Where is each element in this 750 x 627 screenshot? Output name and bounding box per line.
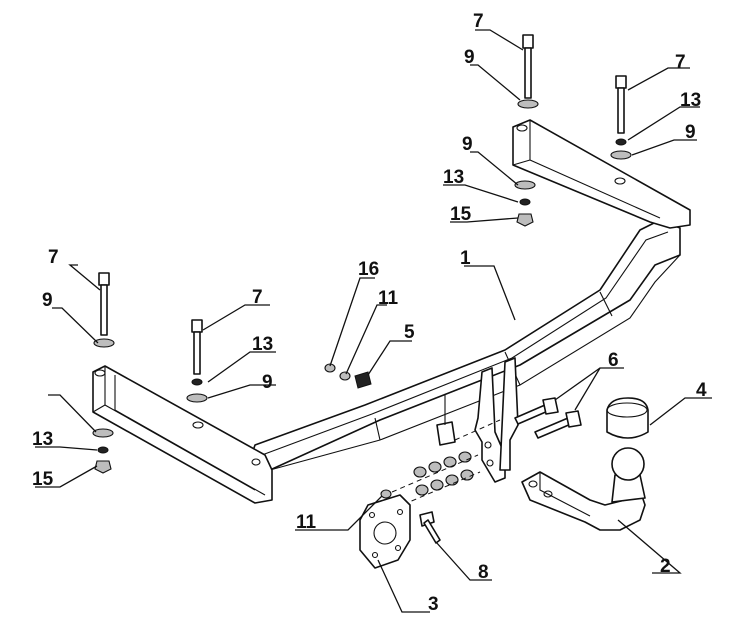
socket-plate-part	[359, 489, 411, 569]
callout-7-left-center: 7	[252, 287, 263, 308]
callout-11-center: 11	[378, 288, 399, 309]
tow-ball-cap-part	[606, 397, 649, 439]
leader-lines	[35, 29, 712, 613]
callout-9-mid-right: 9	[462, 134, 473, 155]
callout-9-left-center: 9	[262, 372, 273, 393]
callout-labels: 1 2 3 4 5 6 7 7 7 7 8 9 9 9 9 9 11 11 13…	[32, 11, 707, 615]
callout-7-top-center: 7	[473, 11, 484, 32]
callout-2: 2	[660, 556, 671, 577]
callout-7-left: 7	[48, 247, 59, 268]
callout-4: 4	[696, 380, 707, 401]
callout-9-top-center: 9	[464, 47, 475, 68]
callout-8: 8	[478, 562, 489, 583]
lower-right-fasteners	[514, 180, 536, 227]
callout-11-bottom: 11	[296, 512, 317, 533]
extra-leaders	[207, 351, 276, 383]
bolt-set-6	[514, 397, 582, 439]
lower-left-fasteners	[92, 428, 114, 474]
center-fasteners	[324, 363, 372, 389]
callout-13-left-center: 13	[252, 334, 273, 355]
callout-15-right: 15	[450, 204, 472, 225]
bolt-8	[419, 511, 441, 544]
mounting-bracket	[474, 357, 519, 483]
tow-ball-neck-part	[521, 447, 646, 531]
callout-13-mid-right: 13	[443, 167, 464, 188]
bolt-7-left-center	[186, 319, 208, 403]
bolt-7-top-center	[517, 34, 539, 109]
bolt-7-top-right	[610, 75, 632, 160]
callout-7-top-right: 7	[675, 52, 686, 73]
callout-16: 16	[358, 259, 379, 280]
callout-15-left: 15	[32, 469, 54, 490]
callout-13-left: 13	[32, 429, 53, 450]
bolt-7-left	[93, 272, 115, 348]
callout-9-top-right: 9	[685, 122, 696, 143]
callout-1: 1	[460, 248, 471, 269]
callout-6: 6	[608, 350, 619, 371]
callout-5: 5	[404, 322, 415, 343]
callout-9-left: 9	[42, 290, 53, 311]
callout-3: 3	[428, 594, 439, 615]
crossbar-part	[92, 119, 691, 504]
callout-13-top-right: 13	[680, 90, 701, 111]
nut-cluster	[391, 419, 501, 509]
